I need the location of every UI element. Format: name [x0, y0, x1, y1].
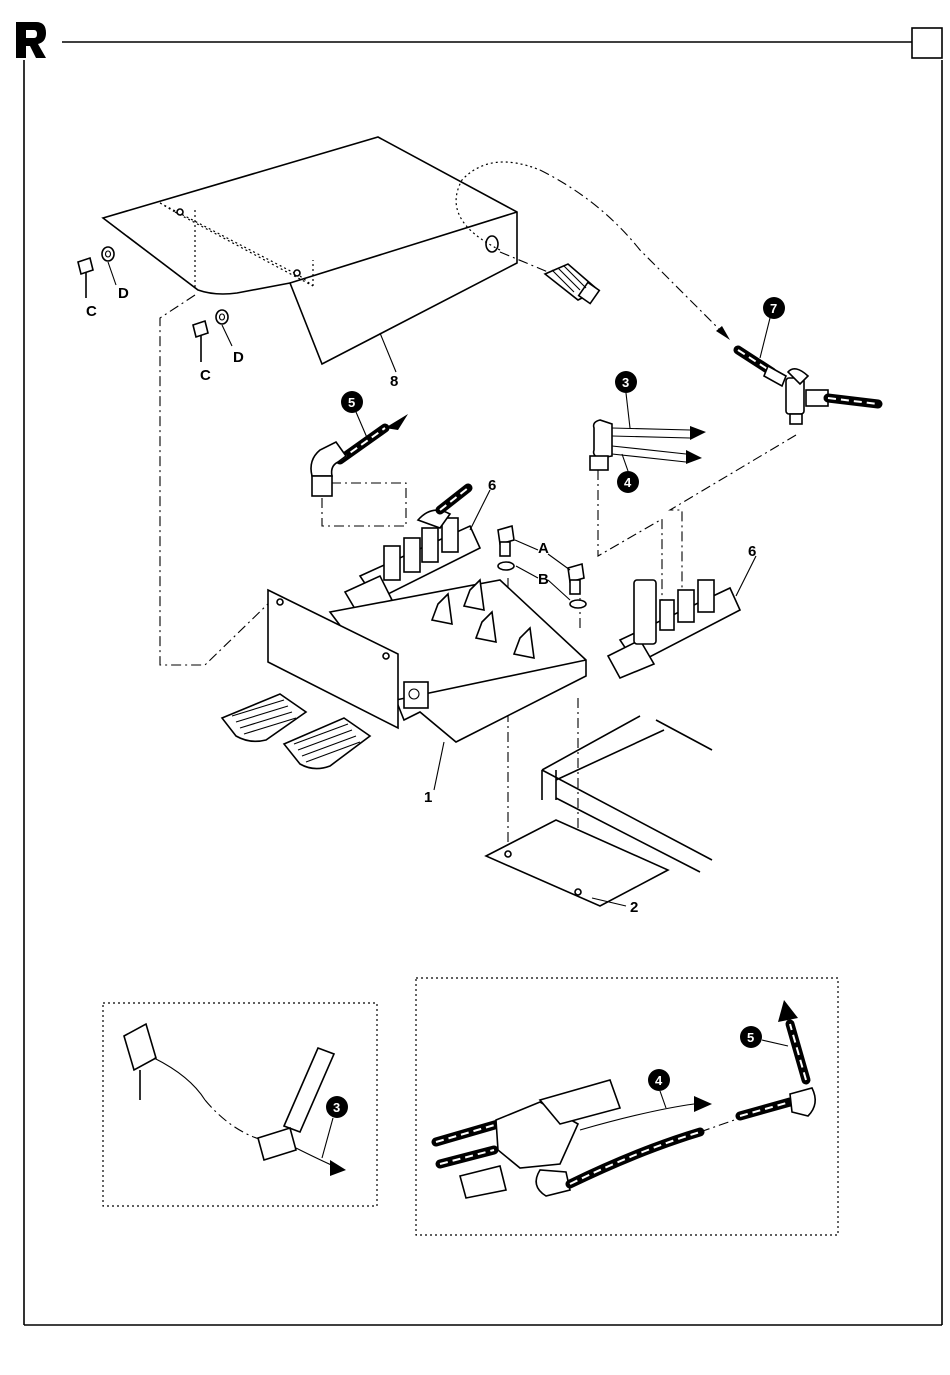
label-part-6-left: 6 — [488, 477, 496, 494]
inset-right: 4 5 — [416, 978, 838, 1235]
callout-4-main: 4 — [624, 475, 632, 490]
label-fastener-a: A — [538, 540, 549, 557]
inset-left-callout-3: 3 — [333, 1100, 340, 1115]
label-fastener-d-mid: D — [233, 349, 244, 366]
label-fastener-c-mid: C — [200, 367, 211, 384]
hose-3-4-fitting: 3 4 — [590, 371, 706, 493]
hose-7-assembly: 7 — [738, 297, 878, 424]
fastener-cd-mid: C D — [193, 310, 244, 384]
floor-plate-part-2: 2 — [486, 716, 712, 916]
label-part-8: 8 — [390, 373, 398, 390]
callout-5-main: 5 — [348, 395, 355, 410]
inset-left: 3 — [103, 1003, 377, 1206]
label-part-2: 2 — [630, 899, 638, 916]
valve-block-right-part-6: 6 — [608, 543, 756, 678]
label-part-1: 1 — [424, 789, 432, 806]
hose-5-elbow: 5 — [311, 391, 408, 496]
label-part-6-right: 6 — [748, 543, 756, 560]
inset-right-callout-4: 4 — [655, 1073, 663, 1088]
callout-7: 7 — [770, 301, 777, 316]
base-plate-part-1: 1 — [222, 580, 586, 806]
label-fastener-d-left: D — [118, 285, 129, 302]
label-fastener-b: B — [538, 571, 549, 588]
cover-part-8: 8 — [103, 137, 517, 390]
inset-right-callout-5: 5 — [747, 1030, 754, 1045]
fastener-cd-left: C D — [78, 247, 129, 320]
page-number-box — [912, 28, 942, 58]
brand-logo: R — [0, 0, 46, 58]
label-fastener-c-left: C — [86, 303, 97, 320]
callout-3-main: 3 — [622, 375, 629, 390]
